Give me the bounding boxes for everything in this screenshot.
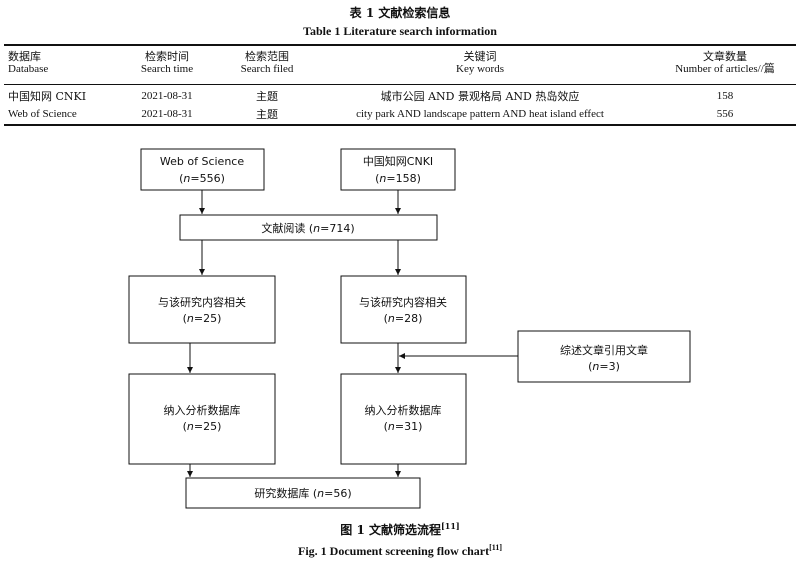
related-right-count: (n=28) [384,312,423,325]
header-database-cn: 数据库 [8,50,41,63]
db-right-label: 纳入分析数据库 [365,403,442,417]
figure-caption-cn: 图 1 文献筛选流程[11] [0,521,800,538]
final-text: 研究数据库 (n=56) [254,486,351,500]
header-count-en: Number of articles//篇 [675,63,775,75]
box-db-left [128,373,276,465]
wos-label: Web of Science [160,155,244,168]
row1-count: 158 [716,90,734,102]
header-search-time-cn: 检索时间 [145,50,189,63]
db-left-count: (n=25) [183,420,222,433]
header-search-scope: 检索范围 Search filed [222,50,312,76]
table-top-rule [4,44,796,46]
box-related-right [340,275,467,344]
header-database-en: Database [8,63,49,75]
db-right-count: (n=31) [384,420,423,433]
row1-scope: 主题 [256,90,278,103]
row2-count: 556 [716,108,734,120]
figure-caption-en: Fig. 1 Document screening flow chart[11] [0,543,800,559]
header-keywords-cn: 关键词 [463,50,497,63]
figure-caption-en-ref: [11] [489,543,502,552]
table-caption-en: Table 1 Literature search information [303,24,497,38]
box-db-right [340,373,467,465]
header-search-time-en: Search time [140,63,194,75]
reading-text: 文献阅读 (n=714) [261,221,354,235]
table-caption-cn: 表 1 文献检索信息 [349,6,451,20]
header-database: 数据库 Database [8,50,48,76]
review-count: (n=3) [588,360,620,373]
box-final [185,477,421,509]
cnki-count: (n=158) [375,172,421,185]
review-label: 综述文章引用文章 [560,343,648,357]
box-related-left [128,275,276,344]
figure-caption-en-text: Fig. 1 Document screening flow chart [298,544,490,558]
figure-caption-cn-text: 图 1 文献筛选流程 [340,523,441,537]
wos-count: (n=556) [179,172,225,185]
db-left-label: 纳入分析数据库 [164,403,241,417]
row1-time: 2021-08-31 [141,90,193,102]
related-left-label: 与该研究内容相关 [158,295,246,309]
header-keywords: 关键词 Key words [310,50,650,76]
row1-database: 中国知网 CNKI [8,90,87,103]
table-header-rule [4,84,796,85]
row2-scope: 主题 [256,108,278,121]
cnki-label: 中国知网CNKI [363,154,433,168]
box-reading [179,214,438,241]
row2-database: Web of Science [8,108,77,120]
header-keywords-en: Key words [456,63,504,75]
related-right-label: 与该研究内容相关 [359,295,447,309]
figure-caption-cn-ref: [11] [441,521,460,531]
header-count: 文章数量 Number of articles//篇 [650,50,800,76]
header-search-time: 检索时间 Search time [122,50,212,76]
row2-time: 2021-08-31 [141,108,193,120]
header-search-scope-cn: 检索范围 [245,50,289,63]
table-bottom-rule [4,124,796,126]
header-count-cn: 文章数量 [703,50,747,63]
row2-keywords: city park AND landscape pattern AND heat… [356,108,604,120]
row1-keywords: 城市公园 AND 景观格局 AND 热岛效应 [380,90,580,103]
header-search-scope-en: Search filed [240,63,294,75]
related-left-count: (n=25) [183,312,222,325]
